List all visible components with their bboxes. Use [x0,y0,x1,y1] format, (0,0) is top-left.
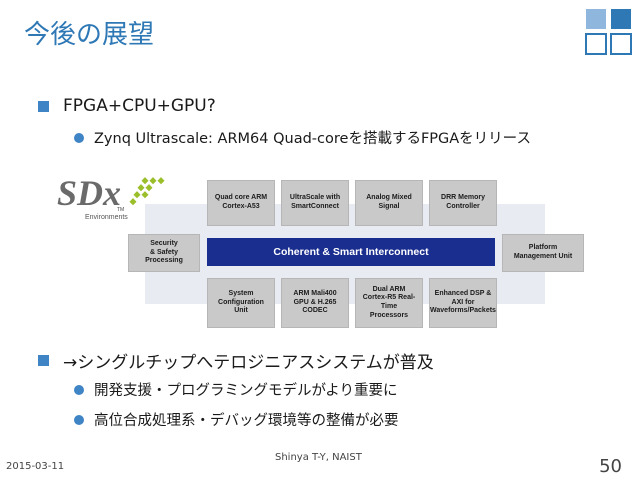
block-system-configuration: System Configuration Unit [207,278,275,328]
svg-text:Environments: Environments [85,214,128,221]
page-number: 50 [599,456,622,477]
bullet-2: →シングルチップへテロジニアスシステムが普及 [38,348,434,373]
circle-bullet-icon [74,414,84,425]
block-platform-management: Platform Management Unit [502,234,584,272]
block-analog-mixed-signal: Analog Mixed Signal [355,180,423,226]
interconnect-bus: Coherent & Smart Interconnect [207,238,495,266]
bullet-2-sub-2-text: 高位合成処理系・デバッグ環境等の整備が必要 [94,413,399,429]
bullet-2-sub-1-text: 開発支援・プログラミングモデルがより重要に [94,383,398,399]
block-dual-arm-cortex-r5: Dual ARM Cortex-R5 Real-Time Processors [355,278,423,328]
block-ddr-memory-controller: DRR Memory Controller [429,180,497,226]
block-ultrascale: UltraScale with SmartConnect [281,180,349,226]
square-bullet-icon [38,100,49,112]
bullet-1-sub-1: Zynq Ultrascale: ARM64 Quad-coreを搭載するFPG… [74,127,531,148]
block-enhanced-dsp: Enhanced DSP & AXI for Waveforms/Packets [429,278,497,328]
svg-text:SDx: SDx [57,173,121,213]
slide-title: 今後の展望 [24,20,155,50]
bullet-1-sub-1-text: Zynq Ultrascale: ARM64 Quad-coreを搭載するFPG… [94,131,531,147]
footer-date: 2015-03-11 [6,461,65,472]
bullet-1-text: FPGA+CPU+GPU? [63,96,216,116]
block-quad-core-arm: Quad core ARM Cortex-A53 [207,180,275,226]
circle-bullet-icon [74,384,84,395]
decorative-squares-icon [585,9,632,55]
bullet-1: FPGA+CPU+GPU? [38,96,216,116]
block-security-safety: Security & Safety Processing [128,234,200,272]
zynq-block-diagram: SDx TM Environments Quad core ARM Cortex… [55,172,590,332]
square-bullet-icon [38,355,49,366]
footer-author: Shinya T-Y, NAIST [275,452,362,463]
bullet-2-sub-2: 高位合成処理系・デバッグ環境等の整備が必要 [74,409,399,430]
svg-text:TM: TM [117,207,124,213]
sdx-logo: SDx TM Environments [57,173,165,221]
bullet-2-sub-1: 開発支援・プログラミングモデルがより重要に [74,379,397,400]
bullet-2-text: →シングルチップへテロジニアスシステムが普及 [63,353,434,373]
block-arm-mali-gpu: ARM Mali400 GPU & H.265 CODEC [281,278,349,328]
circle-bullet-icon [74,132,84,143]
